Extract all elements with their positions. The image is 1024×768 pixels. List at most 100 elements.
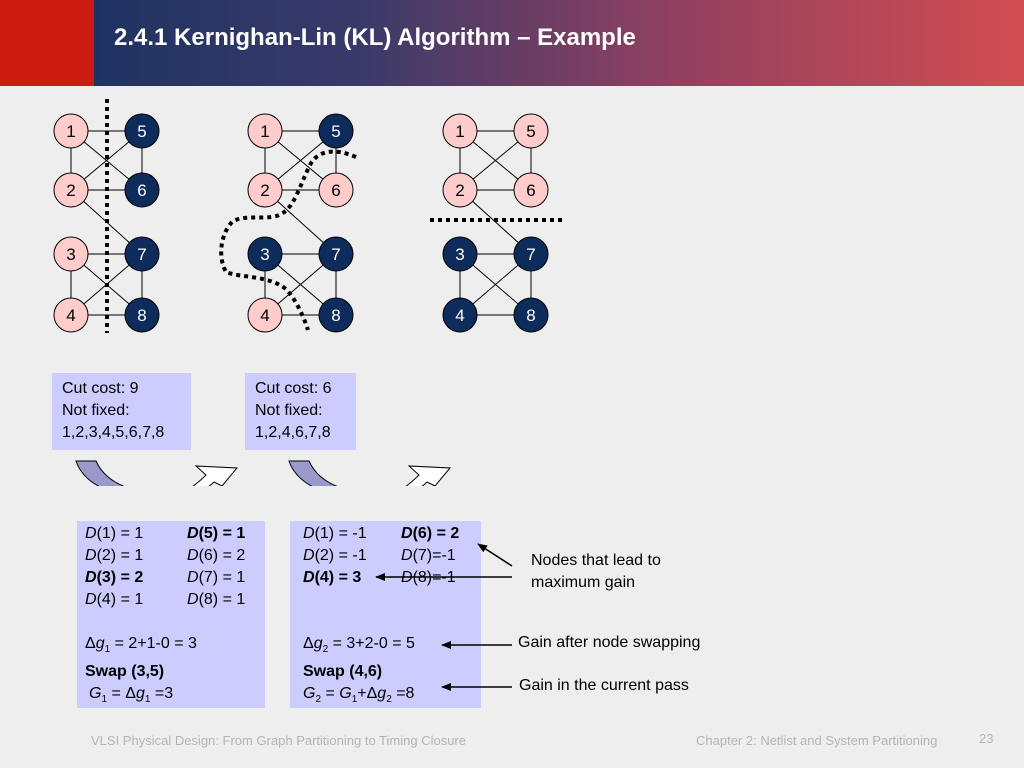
graph-node — [247, 297, 283, 333]
footer-chapter: Chapter 2: Netlist and System Partitioni… — [696, 733, 938, 748]
graph-node-label: 7 — [526, 245, 535, 264]
graph-node-label: 1 — [260, 122, 269, 141]
not-fixed-nodes: 1,2,3,4,5,6,7,8 — [62, 424, 165, 441]
graph-node-label: 3 — [455, 245, 464, 264]
graph-node — [247, 113, 283, 149]
graph-node-label: 4 — [455, 306, 464, 325]
graph-node — [124, 297, 160, 333]
graph-node-label: 6 — [137, 181, 146, 200]
graph-node — [53, 172, 89, 208]
d-value: D(8) = 1 — [187, 591, 246, 608]
graph-node — [318, 113, 354, 149]
graph-node — [53, 113, 89, 149]
graph-node-label: 8 — [137, 306, 146, 325]
delta-gain: Δg1 = 2+1-0 = 3 — [85, 635, 197, 656]
annotation-max-gain: Nodes that lead to maximum gain — [531, 552, 661, 591]
d-value: D(6) = 2 — [187, 547, 246, 564]
slide-title: 2.4.1 Kernighan-Lin (KL) Algorithm – Exa… — [114, 24, 636, 51]
arrow-to-d6 — [477, 543, 513, 567]
d-value: D(1) = 1 — [85, 525, 144, 542]
graph-node-label: 3 — [66, 245, 75, 264]
d-value: D(7) = 1 — [187, 569, 246, 586]
graph-node-label: 1 — [66, 122, 75, 141]
d-value: D(2) = 1 — [85, 547, 144, 564]
graph-node-label: 2 — [66, 181, 75, 200]
swap-label: Swap (4,6) — [303, 663, 383, 681]
graph-node-label: 5 — [526, 122, 535, 141]
total-gain: G2 = G1+Δg2 =8 — [303, 685, 415, 706]
total-gain: G1 = Δg1 =3 — [89, 685, 174, 706]
not-fixed-nodes: 1,2,4,6,7,8 — [255, 424, 331, 441]
graph-node-label: 4 — [260, 306, 269, 325]
graph-node — [318, 297, 354, 333]
pass1-box: D(1) = 1 D(2) = 1 D(3) = 2 D(4) = 1 D(5)… — [77, 521, 265, 708]
pass1-d-left: D(1) = 1 D(2) = 1 D(3) = 2 D(4) = 1 — [85, 523, 143, 611]
pass2-gain: Δg2 = 3+2-0 = 5 Swap (4,6) G2 = G1+Δg2 =… — [303, 633, 415, 711]
graph-node — [442, 172, 478, 208]
graph-node — [513, 297, 549, 333]
graph-node — [513, 172, 549, 208]
graph-node-label: 4 — [66, 306, 75, 325]
graph-node-label: 8 — [526, 306, 535, 325]
graph-node — [442, 113, 478, 149]
not-fixed-label: Not fixed: — [255, 402, 323, 419]
transition-arrow-head-2 — [405, 465, 452, 486]
cut-cost-label: Cut cost: 9 — [62, 380, 139, 397]
transition-arrow-head-1 — [192, 465, 239, 486]
graph-1: 1 2 3 4 5 6 7 8 — [53, 113, 160, 333]
graph-node — [247, 172, 283, 208]
title-bar — [0, 0, 1024, 86]
d-value: D(4) = 1 — [85, 591, 144, 608]
graph-node-label: 6 — [526, 181, 535, 200]
pass2-d-left: D(1) = -1 D(2) = -1 D(4) = 3 — [303, 523, 367, 589]
footer-book-title: VLSI Physical Design: From Graph Partiti… — [91, 733, 466, 748]
d-value-max: D(6) = 2 — [401, 525, 460, 542]
pass2-box: D(1) = -1 D(2) = -1 D(4) = 3 D(6) = 2 D(… — [290, 521, 481, 708]
graph-node-label: 8 — [331, 306, 340, 325]
d-value: D(7)=-1 — [401, 547, 456, 564]
graph-node-label: 1 — [455, 122, 464, 141]
graph-node-label: 5 — [331, 122, 340, 141]
d-value: D(1) = -1 — [303, 525, 367, 542]
graph-node — [247, 236, 283, 272]
graph-node-label: 3 — [260, 245, 269, 264]
partition-cut-2 — [219, 149, 357, 331]
graph-node — [53, 236, 89, 272]
graph-node — [442, 236, 478, 272]
swap-label: Swap (3,5) — [85, 663, 165, 681]
graph-node-label: 6 — [331, 181, 340, 200]
pass1-gain: Δg1 = 2+1-0 = 3 Swap (3,5) G1 = Δg1 =3 — [85, 633, 197, 711]
graph-node — [124, 236, 160, 272]
graph-node-label: 2 — [260, 181, 269, 200]
graph-node — [513, 236, 549, 272]
graph-node — [124, 172, 160, 208]
graph-node — [442, 297, 478, 333]
delta-gain: Δg2 = 3+2-0 = 5 — [303, 635, 415, 656]
graph-node — [53, 297, 89, 333]
cut-cost-box-2: Cut cost: 6 Not fixed: 1,2,4,6,7,8 — [245, 373, 356, 450]
transition-arrow-1 — [75, 460, 126, 486]
graphs-area: 1 2 3 4 5 6 7 8 1 2 3 4 5 6 7 8 1 2 3 4 5 6 7 8 — [53, 99, 563, 486]
graph-node — [124, 113, 160, 149]
graph-node — [318, 236, 354, 272]
transition-arrow-2 — [288, 460, 339, 486]
cut-cost-label: Cut cost: 6 — [255, 380, 332, 397]
annotation-gain-after-swap: Gain after node swapping — [518, 634, 701, 651]
d-value: D(2) = -1 — [303, 547, 367, 564]
graph-node-label: 5 — [137, 122, 146, 141]
d-value-max: D(5) = 1 — [187, 525, 246, 542]
graph-node-label: 7 — [137, 245, 146, 264]
d-value-max: D(3) = 2 — [85, 569, 144, 586]
cut-cost-box-1: Cut cost: 9 Not fixed: 1,2,3,4,5,6,7,8 — [52, 373, 191, 450]
pass1-d-right: D(5) = 1 D(6) = 2 D(7) = 1 D(8) = 1 — [187, 523, 245, 611]
not-fixed-label: Not fixed: — [62, 402, 130, 419]
graph-node-label: 7 — [331, 245, 340, 264]
graph-node — [318, 172, 354, 208]
graph-node-label: 2 — [455, 181, 464, 200]
graph-node — [513, 113, 549, 149]
annotation-gain-current-pass: Gain in the current pass — [519, 677, 689, 694]
d-value-max: D(4) = 3 — [303, 569, 362, 586]
page-number: 23 — [979, 731, 994, 746]
title-bar-accent — [0, 0, 94, 86]
